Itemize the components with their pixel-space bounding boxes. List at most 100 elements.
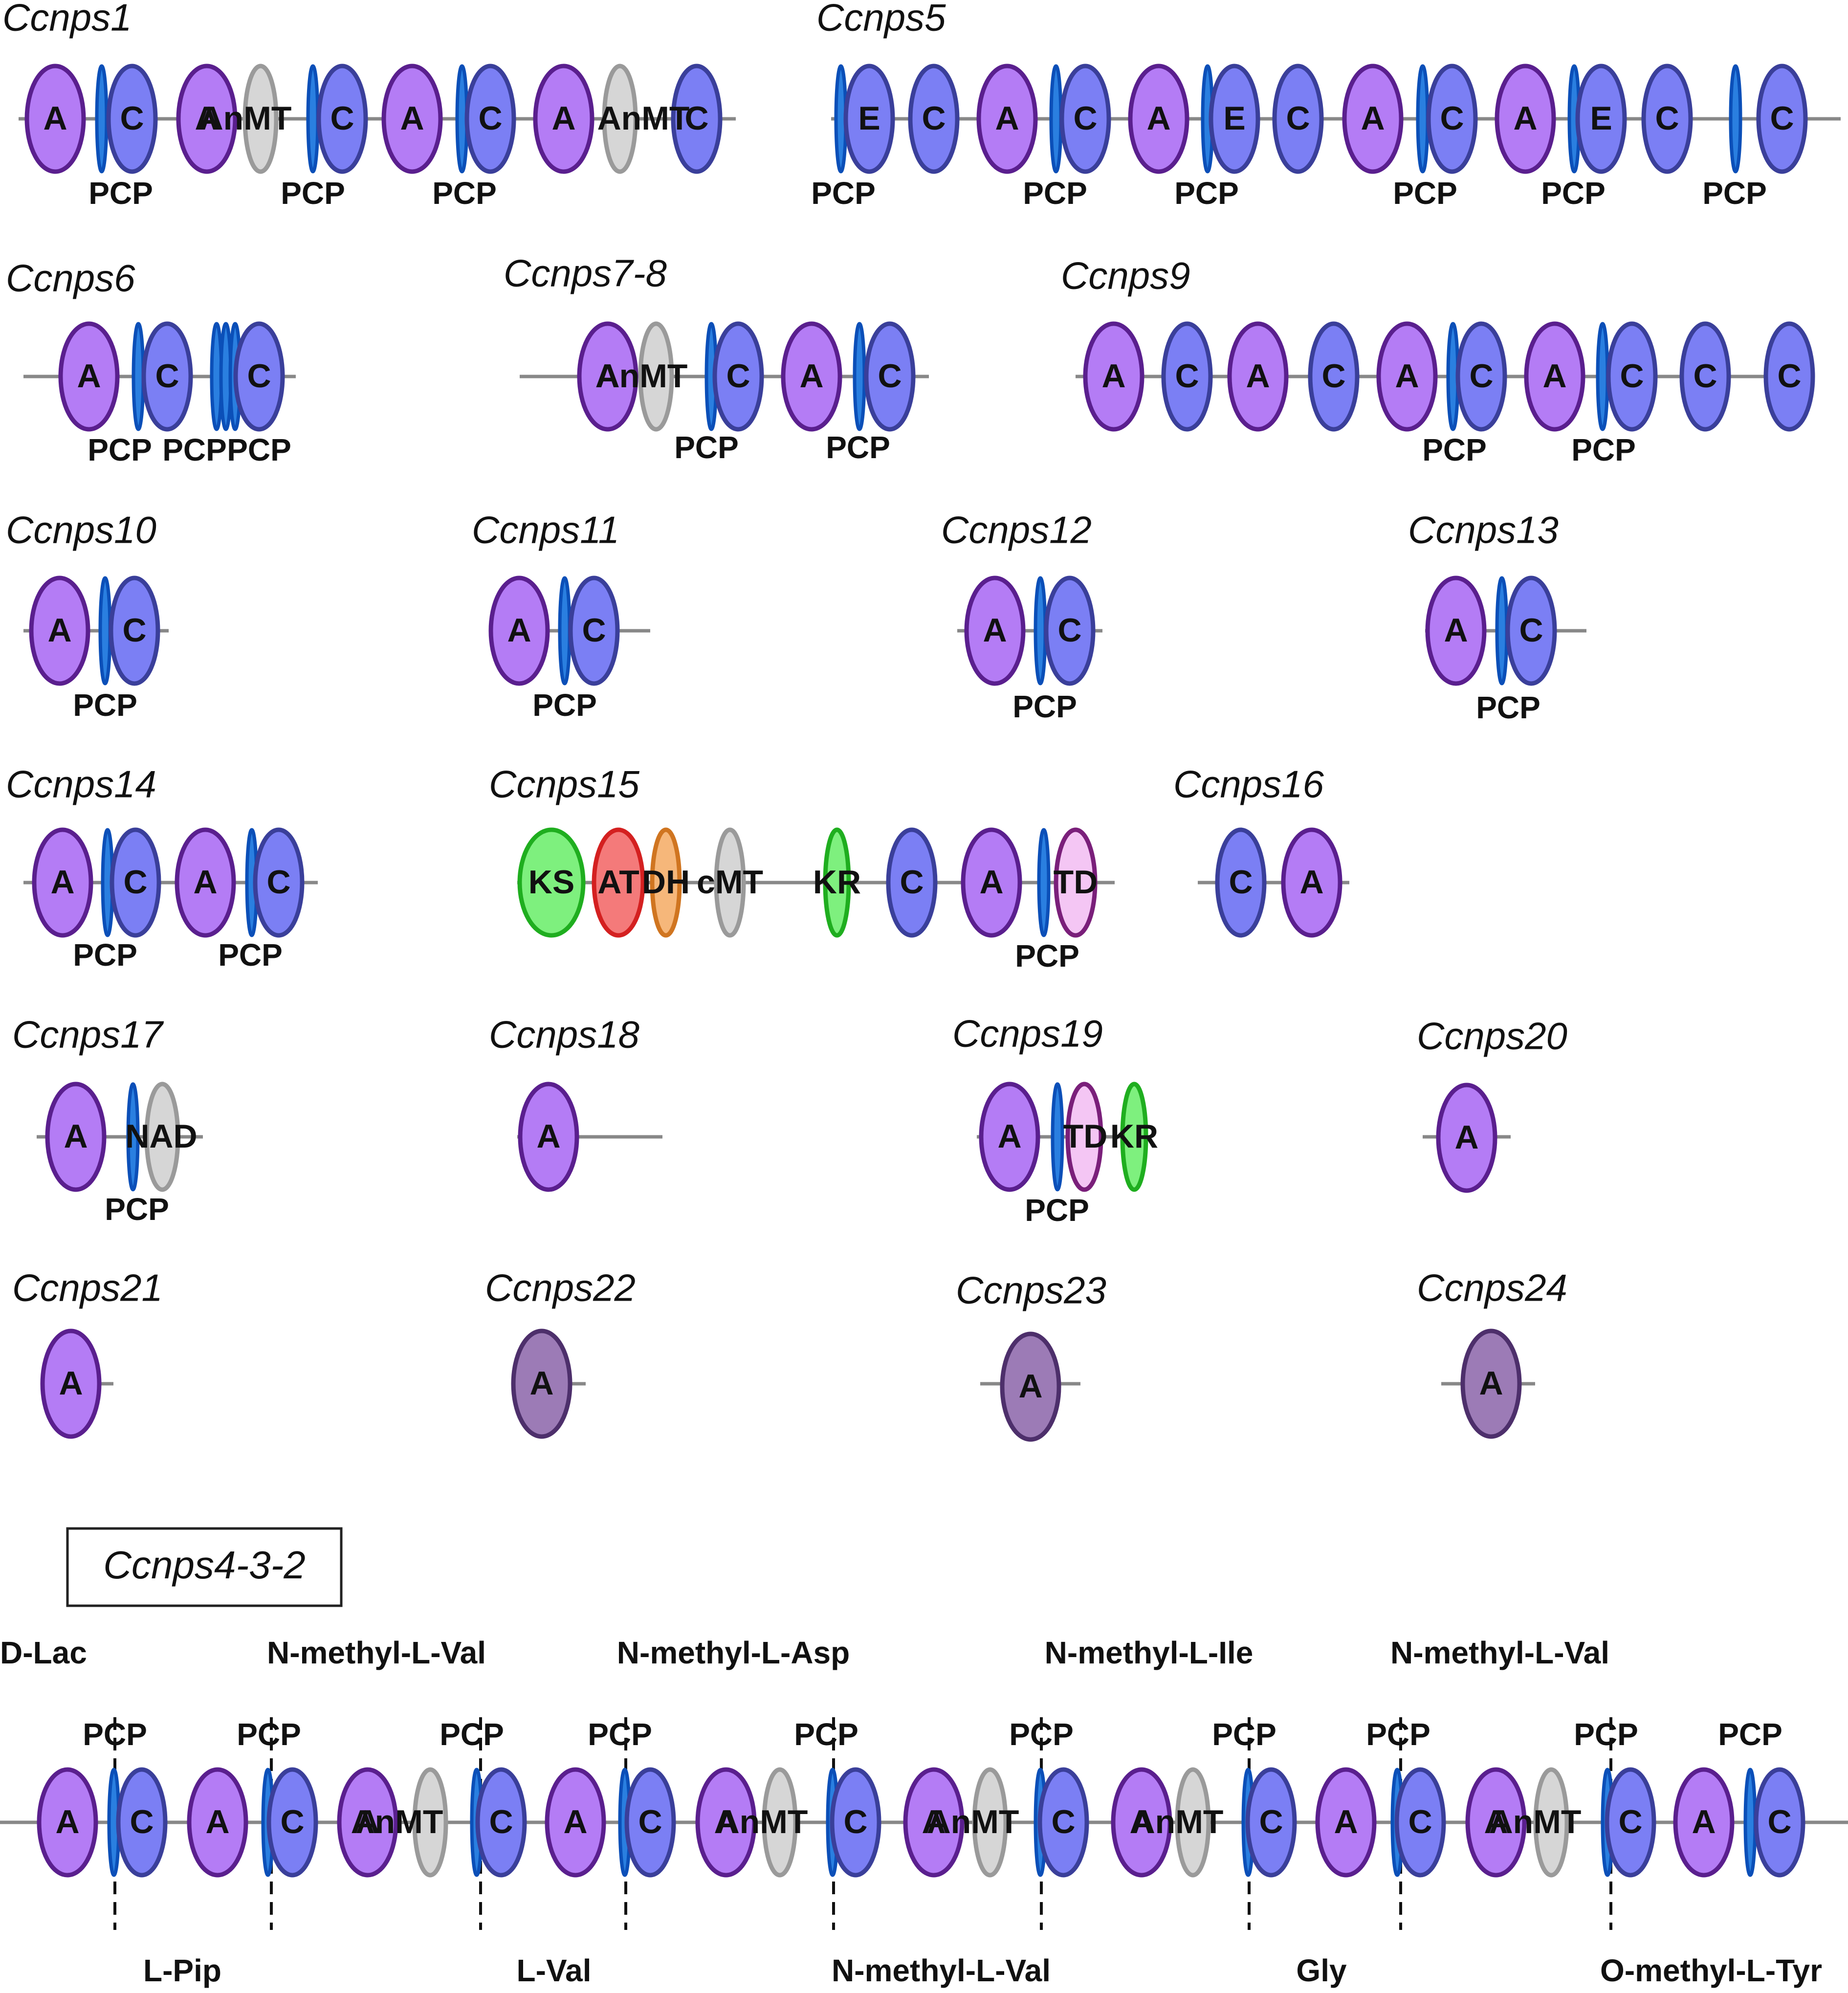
pcp-label: PCP: [1422, 432, 1487, 467]
c-domain-label: C: [1519, 612, 1543, 649]
pcp-label: PCP: [1393, 176, 1457, 211]
pcp-label: PCP: [218, 937, 283, 973]
c-domain: [141, 321, 193, 432]
c-domain: [1161, 321, 1213, 432]
gene-name-ccnps18: Ccnps18: [489, 1013, 639, 1056]
pcp-label: PCP: [73, 937, 137, 973]
gene-name-ccnps17: Ccnps17: [12, 1013, 164, 1056]
substrate-label-top: N-methyl-L-Val: [1390, 1635, 1609, 1670]
a-domain-label: A: [355, 1803, 379, 1840]
a-domain: [1524, 321, 1585, 432]
substrate-label-bottom: O-methyl-L-Tyr: [1600, 1953, 1822, 1988]
c-domain: [1272, 64, 1324, 174]
a-domain-label: A: [64, 1118, 88, 1155]
a-domain: [545, 1767, 606, 1878]
mt-domain: [638, 321, 674, 432]
c-domain-label: C: [582, 612, 606, 649]
c-domain-label: C: [489, 1803, 513, 1840]
pcp-label: PCP: [281, 176, 345, 211]
a-domain-label: A: [1479, 1365, 1503, 1402]
dh-domain: [650, 827, 682, 938]
td-domain-label: TD: [1063, 1118, 1108, 1155]
c-domain-label: C: [684, 100, 708, 137]
a-domain-label: A: [1513, 100, 1537, 137]
pcp-domain: [1051, 1082, 1064, 1192]
pcp-label: PCP: [826, 430, 890, 465]
c-domain: [475, 1767, 527, 1878]
td-domain-label: TD: [1054, 864, 1098, 901]
pcp-label: PCP: [794, 1717, 858, 1752]
c-domain: [1606, 321, 1658, 432]
mt-domain: [144, 1082, 180, 1192]
cmt-domain-label: cMT: [697, 864, 763, 901]
c-domain: [106, 64, 158, 174]
pcp-domain: [558, 576, 572, 686]
pcp-label: PCP: [674, 430, 739, 465]
a-domain-label: A: [1361, 100, 1385, 137]
a-domain: [1083, 321, 1144, 432]
c-domain: [464, 64, 516, 174]
c-domain-label: C: [843, 1803, 867, 1840]
c-domain-label: C: [1655, 100, 1679, 137]
pcp-domain: [95, 64, 109, 174]
a-domain-label: A: [551, 100, 575, 137]
a-domain-label: A: [1129, 1803, 1153, 1840]
c-domain: [116, 1767, 168, 1878]
pcp-domain: [1416, 64, 1430, 174]
c-domain-label: C: [1259, 1803, 1283, 1840]
cmt-domain: [714, 827, 746, 938]
pcp-domain: [306, 64, 320, 174]
c-domain-label: C: [247, 357, 271, 395]
c-domain-label: C: [638, 1803, 662, 1840]
c-domain: [1245, 1767, 1297, 1878]
c-domain-label: C: [1286, 100, 1310, 137]
substrate-label-top: N-methyl-L-Ile: [1045, 1635, 1254, 1670]
c-domain: [830, 1767, 881, 1878]
e-domain-label: E: [1223, 100, 1245, 137]
c-domain-label: C: [1051, 1803, 1075, 1840]
c-domain-label: C: [130, 1803, 154, 1840]
pcp-label: PCP: [1009, 1717, 1074, 1752]
a-domain: [1465, 1767, 1527, 1878]
substrate-label-bottom: L-Val: [517, 1953, 592, 1988]
kr-domain-label: KR: [813, 864, 861, 901]
a-domain-label: A: [1542, 357, 1566, 395]
a-domain: [511, 1329, 572, 1439]
c-domain-label: C: [1693, 357, 1717, 395]
a-domain-label: A: [1395, 357, 1419, 395]
cluster-name: Ccnps4-3-2: [103, 1543, 306, 1587]
pcp-label: PCP: [237, 1717, 301, 1752]
a-domain-label: A: [1299, 864, 1323, 901]
a-domain: [577, 321, 638, 432]
a-domain: [1460, 1329, 1522, 1439]
pcp-domain: [1495, 576, 1509, 686]
gene-name-ccnps22: Ccnps22: [485, 1266, 636, 1309]
pcp-label: PCP: [1015, 938, 1079, 974]
a-domain-label: A: [1246, 357, 1270, 395]
c-domain: [864, 321, 916, 432]
a-domain: [187, 1767, 248, 1878]
pcp-domain: [126, 1082, 140, 1192]
c-domain: [1044, 576, 1096, 686]
a-domain: [1111, 1767, 1172, 1878]
pcp-label: PCP: [1718, 1717, 1782, 1752]
c-domain-label: C: [1321, 357, 1345, 395]
kr-domain-label: KR: [1110, 1118, 1158, 1155]
a-domain: [1315, 1767, 1377, 1878]
c-domain-label: C: [1618, 1803, 1642, 1840]
pcp-label: PCP: [73, 687, 137, 723]
c-domain-label: C: [922, 100, 946, 137]
a-domain-label: A: [997, 1118, 1021, 1155]
c-domain-label: C: [1073, 100, 1097, 137]
c-domain: [1394, 1767, 1446, 1878]
a-domain: [1281, 827, 1342, 938]
td-domain: [1065, 1082, 1103, 1192]
gene-name-ccnps15: Ccnps15: [489, 763, 639, 806]
gene-name-ccnps1: Ccnps1: [2, 0, 132, 39]
a-domain-label: A: [1484, 1803, 1508, 1840]
a-domain: [1000, 1331, 1061, 1442]
c-domain: [266, 1767, 318, 1878]
gene-name-ccnps12: Ccnps12: [941, 509, 1092, 552]
pcp-label: PCP: [440, 1717, 504, 1752]
a-domain: [1495, 64, 1556, 174]
